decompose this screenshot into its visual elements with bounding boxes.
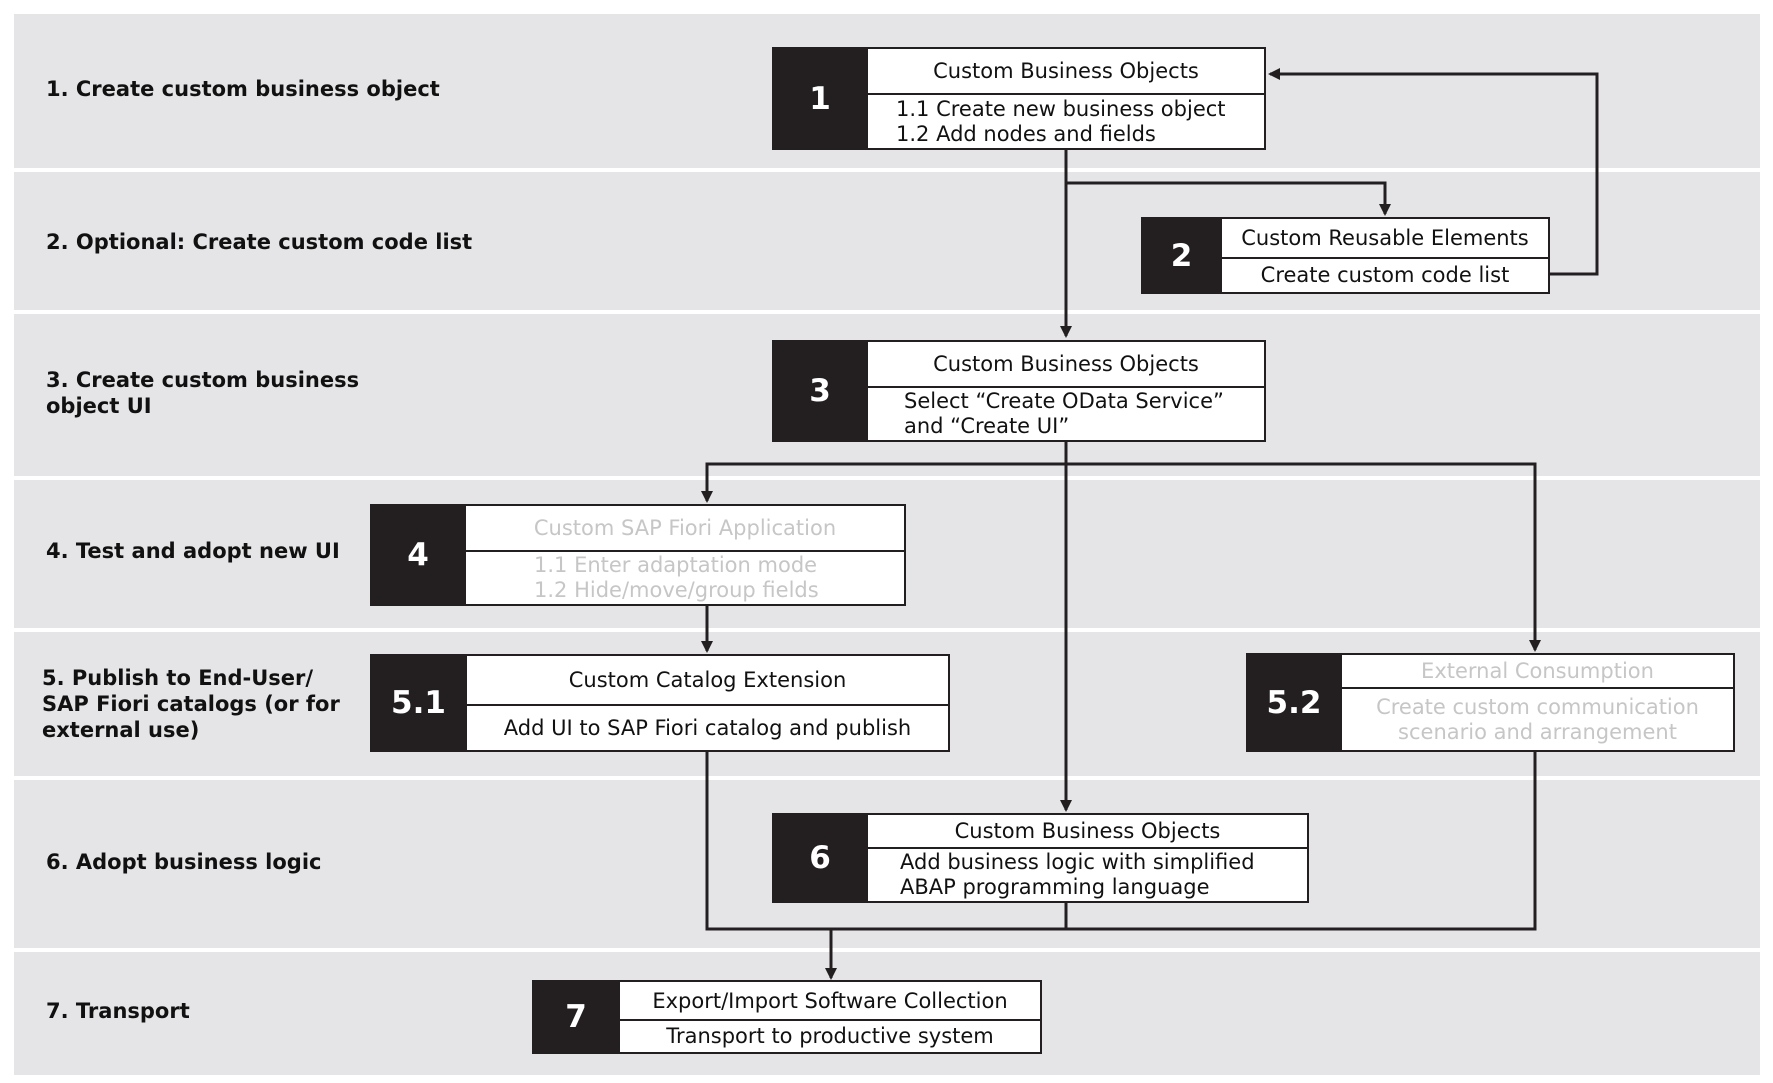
step-4-number: 4 [370, 504, 466, 606]
step-3-line-2: and “Create UI” [904, 414, 1070, 438]
step-5-1: 5.1 Custom Catalog Extension Add UI to S… [370, 654, 950, 752]
step-3-title: Custom Business Objects [868, 342, 1264, 388]
step-1-title: Custom Business Objects [868, 49, 1264, 95]
step-4-line-2: 1.2 Hide/move/group fields [534, 578, 819, 602]
step-6-title: Custom Business Objects [868, 815, 1307, 849]
step-4: 4 Custom SAP Fiori Application 1.1 Enter… [370, 504, 906, 606]
step-5-2-line-2: scenario and arrangement [1398, 719, 1677, 744]
row-label-2: 2. Optional: Create custom code list [46, 230, 473, 254]
step-5-2-line-1: Create custom communication [1376, 694, 1699, 719]
step-7: 7 Export/Import Software Collection Tran… [532, 980, 1042, 1054]
step-3-line-1: Select “Create OData Service” [904, 389, 1224, 413]
arrow-2-to-1 [1268, 68, 1599, 276]
row-label-5: 5. Publish to End-User/ SAP Fiori catalo… [42, 666, 340, 742]
step-5-1-line-1: Add UI to SAP Fiori catalog and publish [503, 715, 912, 740]
row-label-3: 3. Create custom business object UI [46, 368, 360, 418]
row-label-1: 1. Create custom business object [46, 77, 440, 101]
arrow-1-to-2 [1066, 181, 1391, 216]
step-4-line-1: 1.1 Enter adaptation mode [534, 553, 818, 577]
step-2-line-1: Create custom code list [1260, 263, 1510, 287]
arrow-3-to-5-2 [1066, 462, 1541, 652]
step-2: 2 Custom Reusable Elements Create custom… [1141, 217, 1550, 294]
step-7-title: Export/Import Software Collection [620, 982, 1040, 1021]
row-label-6: 6. Adopt business logic [46, 850, 322, 874]
step-3: 3 Custom Business Objects Select “Create… [772, 340, 1266, 442]
step-2-number: 2 [1141, 217, 1222, 294]
step-3-number: 3 [772, 340, 868, 442]
step-5-1-number: 5.1 [370, 654, 467, 752]
step-5-2-title: External Consumption [1342, 655, 1733, 689]
step-6-line-1: Add business logic with simplified [900, 850, 1255, 874]
line-5-1-to-merge [705, 752, 1537, 931]
step-2-title: Custom Reusable Elements [1222, 219, 1548, 259]
step-1-line-2: 1.2 Add nodes and fields [896, 121, 1156, 146]
step-1-line-1: 1.1 Create new business object [896, 96, 1226, 121]
step-5-1-title: Custom Catalog Extension [467, 656, 948, 706]
step-4-title: Custom SAP Fiori Application [466, 506, 904, 552]
step-5-2: 5.2 External Consumption Create custom c… [1246, 653, 1735, 752]
row-label-7: 7. Transport [46, 999, 190, 1023]
step-1: 1 Custom Business Objects 1.1 Create new… [772, 47, 1266, 150]
step-7-line-1: Transport to productive system [666, 1024, 994, 1048]
step-6-number: 6 [772, 813, 868, 903]
arrow-3-to-4 [701, 462, 1066, 503]
row-label-4: 4. Test and adopt new UI [46, 539, 340, 563]
step-6: 6 Custom Business Objects Add business l… [772, 813, 1309, 903]
step-1-number: 1 [772, 47, 868, 150]
step-7-number: 7 [532, 980, 620, 1054]
step-5-2-number: 5.2 [1246, 653, 1342, 752]
step-6-line-2: ABAP programming language [900, 875, 1210, 899]
